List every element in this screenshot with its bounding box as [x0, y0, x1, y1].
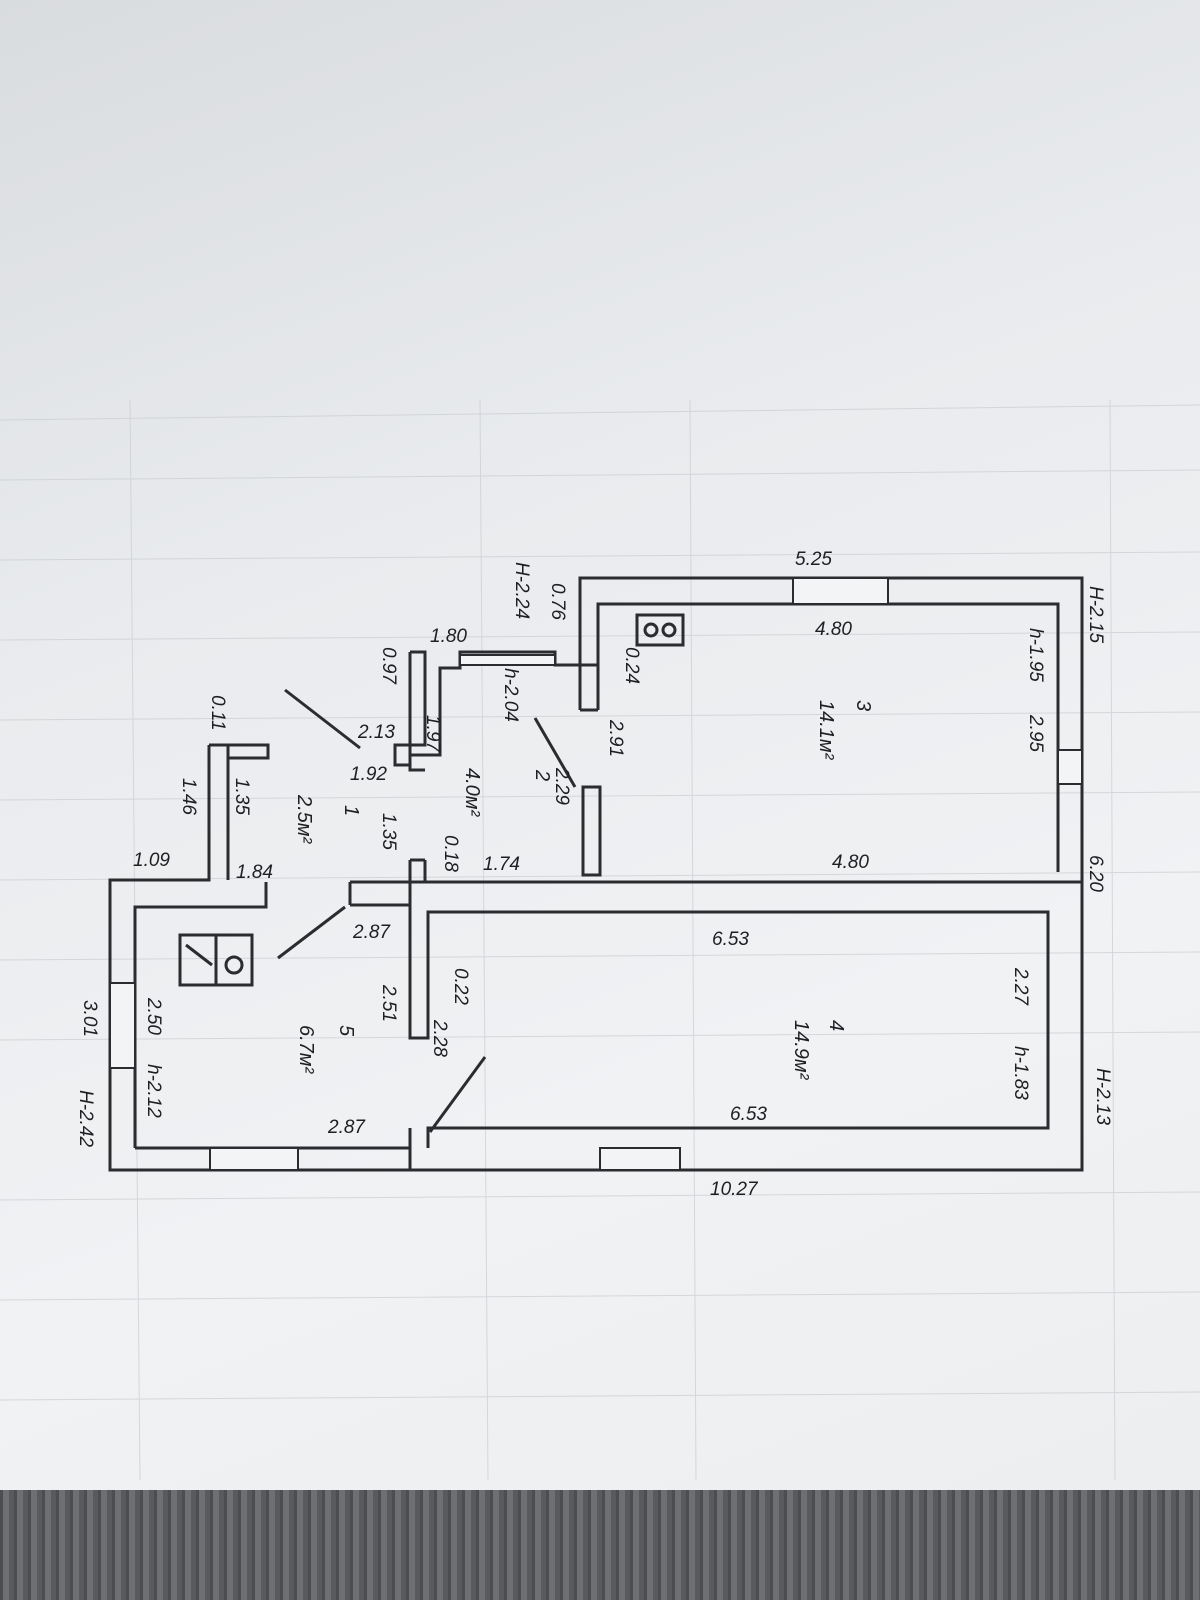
window-hall	[459, 654, 556, 666]
window-room3-top	[792, 577, 889, 605]
dim-2-91: 2.91	[605, 719, 626, 757]
heater-fixture	[178, 933, 254, 987]
dim-0-24: 0.24	[621, 647, 642, 684]
window-room5-left	[109, 982, 136, 1069]
dim-4-80-bottom: 4.80	[832, 852, 869, 873]
room-4-number: 4	[825, 1020, 847, 1031]
label-room3-ceiling: h-1.95	[1025, 628, 1046, 682]
dim-2-51: 2.51	[378, 984, 399, 1022]
room-3-number: 3	[852, 700, 874, 711]
room-2-area: 4.0м²	[461, 768, 483, 818]
dim-0-11: 0.11	[207, 695, 228, 731]
room-1-area: 2.5м²	[293, 794, 315, 845]
dim-6-53-bottom: 6.53	[730, 1104, 767, 1125]
room-4-area: 14.9м²	[790, 1020, 812, 1081]
label-hall-height: H-2.24	[511, 562, 532, 619]
dim-0-22: 0.22	[450, 968, 471, 1005]
dim-0-76: 0.76	[547, 583, 568, 620]
dim-0-97: 0.97	[378, 647, 399, 685]
dim-2-87-upper: 2.87	[352, 922, 391, 943]
dim-0-18: 0.18	[440, 835, 461, 872]
dim-1-35-left: 1.35	[231, 778, 252, 815]
dim-10-27: 10.27	[710, 1179, 759, 1200]
window-room5-bottom	[209, 1147, 299, 1171]
room-2-number: 2	[531, 769, 553, 781]
dim-2-50: 2.50	[143, 997, 164, 1035]
dim-5-25: 5.25	[795, 549, 832, 570]
room-3-area: 14.1м²	[815, 700, 837, 761]
dim-2-87-lower: 2.87	[327, 1117, 366, 1138]
room-1-number: 1	[340, 805, 362, 816]
dim-2-28: 2.28	[429, 1019, 450, 1057]
dim-1-92: 1.92	[350, 764, 387, 785]
label-room4-ceiling: h-1.83	[1010, 1046, 1031, 1100]
room-5-number: 5	[335, 1025, 357, 1037]
dim-4-80-top: 4.80	[815, 619, 852, 640]
label-room4-height: H-2.13	[1092, 1068, 1113, 1125]
dim-1-97: 1.97	[422, 715, 443, 753]
dim-1-84: 1.84	[236, 862, 273, 883]
dim-6-53-top: 6.53	[712, 929, 749, 950]
dim-1-35-right: 1.35	[378, 813, 399, 850]
dim-2-13: 2.13	[357, 722, 395, 743]
dim-1-74: 1.74	[483, 854, 520, 875]
label-room2-ceiling: h-2.04	[500, 668, 521, 722]
dim-2-95: 2.95	[1025, 714, 1046, 752]
room-5-area: 6.7м²	[295, 1025, 317, 1075]
dim-1-80: 1.80	[430, 626, 467, 647]
label-room5-height: H-2.42	[75, 1090, 96, 1147]
label-room3-height: H-2.15	[1085, 586, 1106, 643]
windows	[109, 577, 1083, 1171]
dim-6-20: 6.20	[1085, 855, 1106, 892]
dim-1-46: 1.46	[178, 778, 199, 815]
label-room5-ceiling: h-2.12	[143, 1064, 164, 1118]
stove-fixture	[635, 613, 685, 647]
paper-sheet	[0, 0, 1200, 1490]
dim-3-01: 3.01	[79, 1000, 100, 1037]
dim-2-29: 2.29	[551, 767, 572, 805]
window-room3-right	[1057, 749, 1083, 785]
window-room4-bottom	[599, 1147, 681, 1171]
dim-2-27: 2.27	[1010, 967, 1031, 1006]
dim-1-09: 1.09	[133, 850, 170, 871]
